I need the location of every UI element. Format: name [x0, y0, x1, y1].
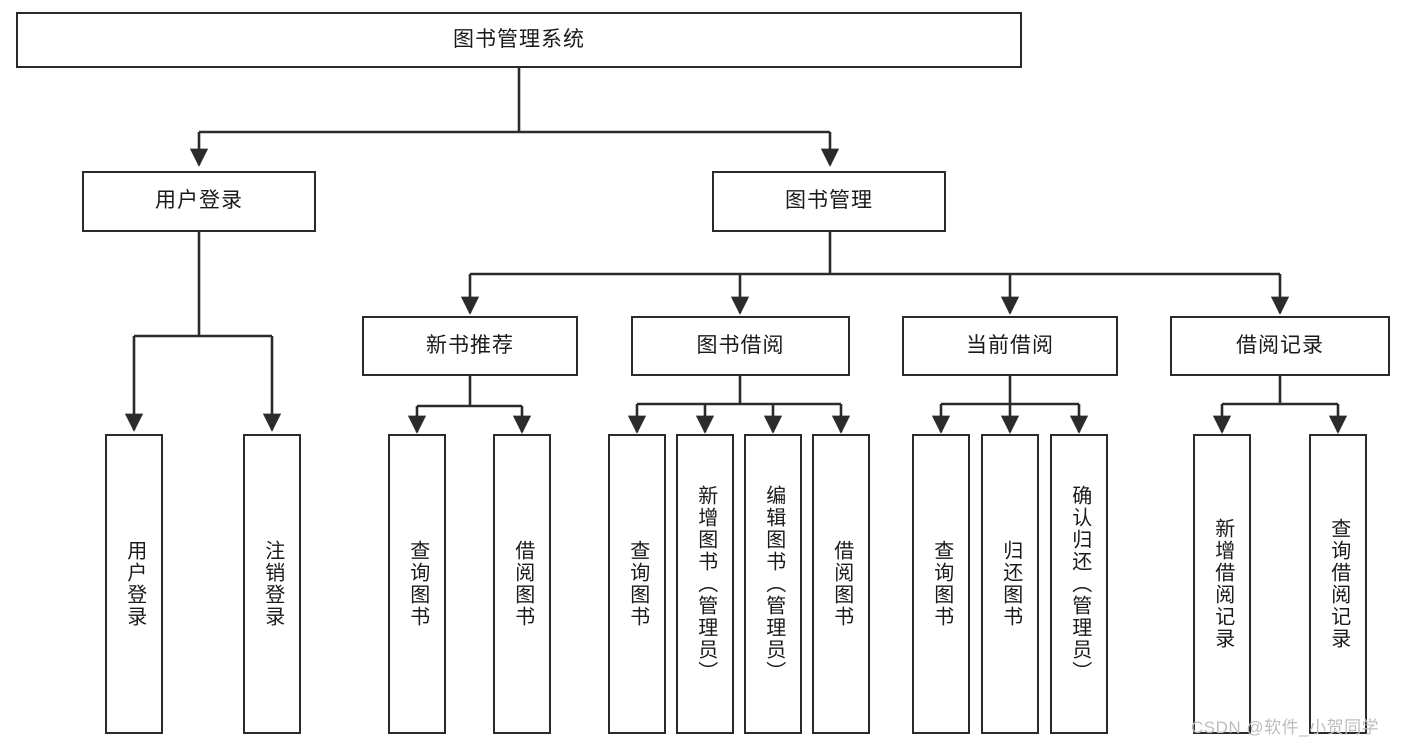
node-book-management[interactable]: 图书管理: [712, 171, 946, 232]
leaf-label: 新增借阅记录: [1211, 518, 1234, 650]
leaf-label: 新增图书（管理员）: [694, 485, 717, 683]
leaf-label: 用户登录: [123, 540, 146, 628]
node-borrow-record[interactable]: 借阅记录: [1170, 316, 1390, 376]
leaf-record-add-record[interactable]: 新增借阅记录: [1193, 434, 1251, 734]
node-user-login[interactable]: 用户登录: [82, 171, 316, 232]
node-user-login-label: 用户登录: [155, 189, 243, 213]
node-book-management-label: 图书管理: [785, 189, 873, 213]
leaf-user-login-login[interactable]: 用户登录: [105, 434, 163, 734]
leaf-borrow-add-book-admin[interactable]: 新增图书（管理员）: [676, 434, 734, 734]
leaf-recommend-query-book[interactable]: 查询图书: [388, 434, 446, 734]
leaf-user-login-logout[interactable]: 注销登录: [243, 434, 301, 734]
leaf-label: 编辑图书（管理员）: [762, 485, 785, 683]
leaf-current-return-book[interactable]: 归还图书: [981, 434, 1039, 734]
leaf-label: 查询图书: [406, 540, 429, 628]
node-new-book-recommend[interactable]: 新书推荐: [362, 316, 578, 376]
node-root[interactable]: 图书管理系统: [16, 12, 1022, 68]
leaf-label: 确认归还（管理员）: [1068, 485, 1091, 683]
node-book-borrow-label: 图书借阅: [696, 333, 785, 357]
leaf-label: 查询图书: [626, 540, 649, 628]
node-borrow-record-label: 借阅记录: [1236, 333, 1324, 357]
leaf-borrow-query-book[interactable]: 查询图书: [608, 434, 666, 734]
leaf-label: 借阅图书: [830, 540, 853, 628]
node-current-borrow[interactable]: 当前借阅: [902, 316, 1118, 376]
leaf-borrow-borrow-book[interactable]: 借阅图书: [812, 434, 870, 734]
leaf-current-confirm-return-admin[interactable]: 确认归还（管理员）: [1050, 434, 1108, 734]
leaf-label: 查询图书: [930, 540, 953, 628]
node-root-label: 图书管理系统: [453, 27, 585, 51]
leaf-label: 归还图书: [999, 540, 1022, 628]
node-current-borrow-label: 当前借阅: [966, 333, 1054, 357]
leaf-recommend-borrow-book[interactable]: 借阅图书: [493, 434, 551, 734]
leaf-record-query-record[interactable]: 查询借阅记录: [1309, 434, 1367, 734]
leaf-current-query-book[interactable]: 查询图书: [912, 434, 970, 734]
node-book-borrow[interactable]: 图书借阅: [631, 316, 850, 376]
leaf-label: 借阅图书: [511, 540, 534, 628]
leaf-borrow-edit-book-admin[interactable]: 编辑图书（管理员）: [744, 434, 802, 734]
node-new-book-recommend-label: 新书推荐: [426, 333, 514, 357]
leaf-label: 查询借阅记录: [1327, 518, 1350, 650]
leaf-label: 注销登录: [261, 540, 284, 628]
